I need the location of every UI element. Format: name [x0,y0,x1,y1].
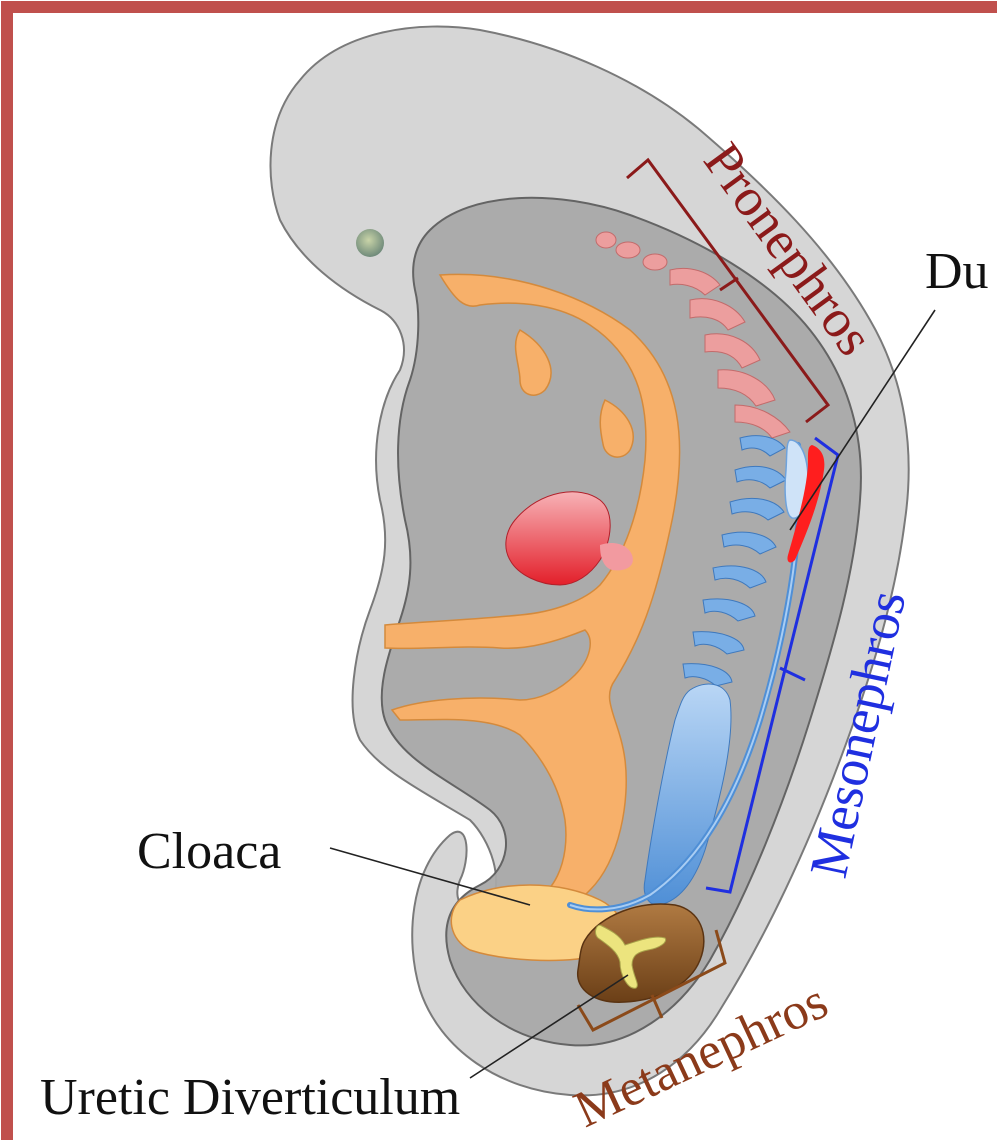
uretic-diverticulum-label: Uretic Diverticulum [40,1069,460,1126]
eye-spot [356,229,384,257]
cloaca-label: Cloaca [137,823,281,880]
duct-label: Du [925,243,989,300]
